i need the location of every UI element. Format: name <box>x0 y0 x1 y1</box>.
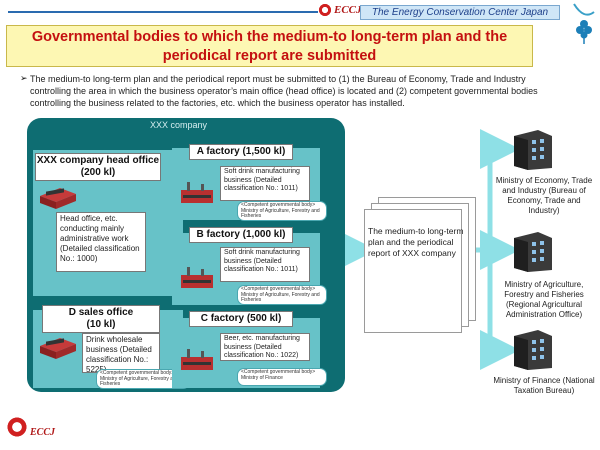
page-title-line2: periodical report are submitted <box>162 48 377 64</box>
head-office-title: XXX company head office (200 kl) <box>35 153 161 181</box>
header-rule <box>8 11 318 13</box>
factory-icon <box>181 349 213 370</box>
office-building-icon <box>40 188 76 209</box>
eccj-logo-icon <box>6 416 28 438</box>
d-office-description: Drink wholesale business (Detailed class… <box>82 333 160 374</box>
company-label: XXX company <box>150 120 208 130</box>
a-factory-callout: <Competent governmental body> Ministry o… <box>237 201 327 221</box>
page-title-line1: Governmental bodies to which the medium-… <box>31 29 508 45</box>
c-factory-description: Beer, etc. manufacturing business (Detai… <box>220 333 310 361</box>
footer-logo-text: ECCJ <box>30 427 56 438</box>
header-logo-text: ECCJ <box>334 4 362 16</box>
a-factory-description: Soft drink manufacturing business (Detai… <box>220 166 310 201</box>
factory-icon <box>181 267 213 288</box>
report-text: The medium-to long-term plan and the per… <box>368 226 464 258</box>
intro-text: The medium-to long-term plan and the per… <box>30 74 538 108</box>
d-office-callout: <Competent governmental body> Ministry o… <box>96 369 190 389</box>
office-building-icon <box>40 338 76 359</box>
ministry-building-icon <box>514 130 552 170</box>
report-page-front <box>364 209 462 333</box>
b-factory-title: B factory (1,000 kl) <box>189 227 293 243</box>
ministry-label-maff: Ministry of Agriculture, Forestry and Fi… <box>504 280 584 319</box>
eccj-logo-icon <box>318 3 332 17</box>
ministry-label-meti: Ministry of Economy, Trade and Industry … <box>495 176 593 215</box>
factory-icon <box>181 182 213 203</box>
head-office-description: Head office, etc. conducting mainly admi… <box>56 212 146 272</box>
c-factory-callout: <Competent governmental body> Ministry o… <box>237 368 327 386</box>
c-factory-title: C factory (500 kl) <box>189 311 293 327</box>
a-factory-title: A factory (1,500 kl) <box>189 144 293 160</box>
bullet-arrow-icon: ➢ <box>20 73 28 83</box>
ministry-building-icon <box>514 330 552 370</box>
d-office-title: D sales office (10 kl) <box>42 305 160 333</box>
ministry-building-icon <box>514 232 552 272</box>
b-factory-callout: <Competent governmental body> Ministry o… <box>237 285 327 305</box>
ministry-label-mof: Ministry of Finance (National Taxation B… <box>493 376 595 395</box>
page-title: Governmental bodies to which the medium-… <box>6 25 533 67</box>
b-factory-description: Soft drink manufacturing business (Detai… <box>220 247 310 282</box>
clover-logo-icon <box>573 3 595 44</box>
org-name-banner: The Energy Conservation Center Japan <box>360 5 560 20</box>
